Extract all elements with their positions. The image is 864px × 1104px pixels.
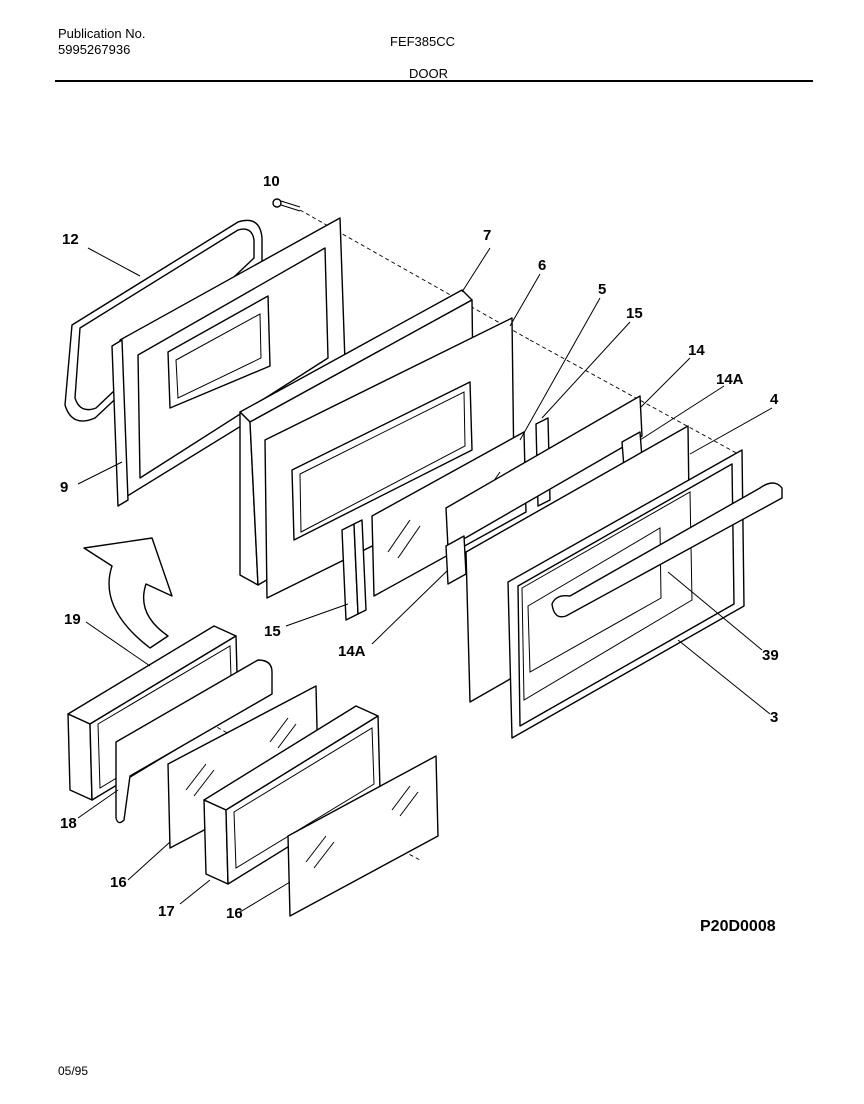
label-7: 7 [483,227,491,244]
label-18: 18 [60,815,77,832]
part-9-inner-door [111,217,346,507]
model-number: FEF385CC [390,34,456,49]
header-rule [55,80,813,82]
part-10-screw [272,198,301,212]
label-5: 5 [598,281,606,298]
label-19: 19 [64,611,81,628]
part-3-door-frame [507,449,745,739]
label-9: 9 [60,479,68,496]
label-14a-upper: 14A [716,371,744,388]
leader-lines [77,247,773,913]
part-18-gasket [115,659,273,824]
part-39-handle [551,482,783,618]
part-16-glass-lower [287,755,439,917]
publication-number: 5995267936 [58,42,131,57]
part-6-window-frame [264,317,515,599]
label-16-upper: 16 [110,874,127,891]
label-15-lower: 15 [264,623,281,640]
label-4: 4 [770,391,779,408]
part-14-insulation-sheet [445,395,643,549]
label-14a-lower: 14A [338,643,366,660]
footer-date: 05/95 [58,1064,89,1078]
publication-label: Publication No. [58,26,146,41]
label-10: 10 [263,173,280,190]
callout-labels: 10 12 7 6 5 15 14 14A 4 9 19 15 14A 39 3… [60,173,779,922]
label-14: 14 [688,342,705,359]
label-39: 39 [762,647,779,664]
part-15-hinge-left [341,519,367,621]
label-15-upper: 15 [626,305,643,322]
part-17-frame [203,705,381,885]
label-16-lower: 16 [226,905,243,922]
section-title: DOOR [409,66,448,81]
drawing-code: P20D0008 [700,918,776,935]
label-3: 3 [770,709,778,726]
label-6: 6 [538,257,546,274]
label-12: 12 [62,231,79,248]
assembly-arrow [83,537,173,649]
label-17: 17 [158,903,175,920]
